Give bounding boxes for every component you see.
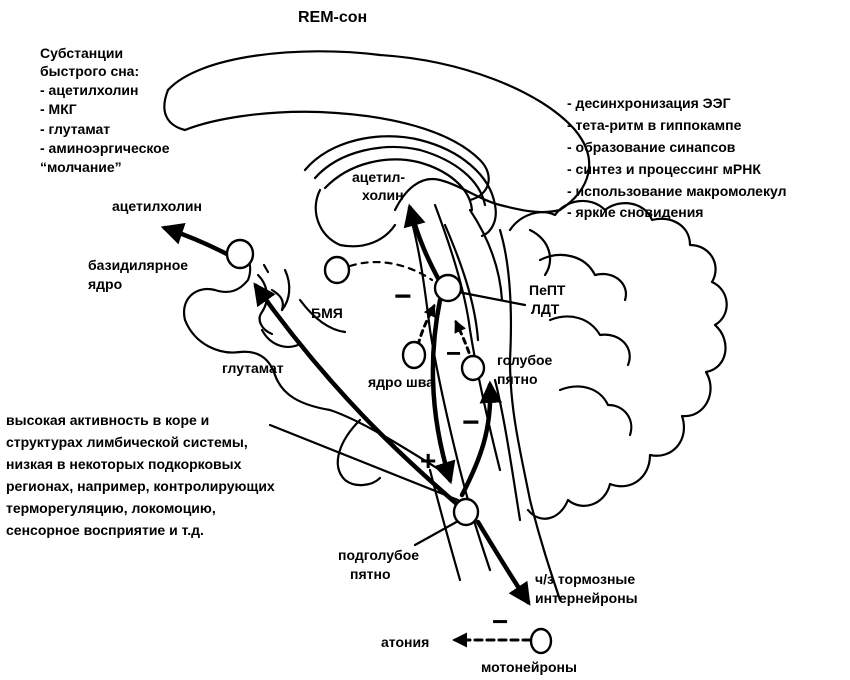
cerebellum-folia-3 bbox=[560, 386, 631, 435]
effect-item: - синтез и процессинг мРНК bbox=[567, 161, 761, 177]
substance-item: - МКГ bbox=[40, 101, 77, 117]
label-motoneurons: мотонейроны bbox=[481, 659, 577, 675]
cerebellum-folia-4 bbox=[530, 230, 550, 275]
label-peppt-2: ЛДТ bbox=[531, 301, 560, 317]
nodes bbox=[227, 240, 551, 653]
label-peppt-1: ПеПТ bbox=[529, 282, 566, 298]
diagram-title: REM-сон bbox=[298, 9, 367, 26]
label-locus-coeruleus-1: голубое bbox=[497, 352, 553, 368]
corpus-callosum-outer bbox=[164, 90, 488, 200]
sign-minus-motoneurons: − bbox=[492, 606, 508, 637]
effect-item: - образование синапсов bbox=[567, 139, 736, 155]
pointer-peppt-label bbox=[458, 292, 525, 305]
substances-heading-2: быстрого сна: bbox=[40, 63, 139, 79]
label-basal-nucleus-2: ядро bbox=[88, 276, 122, 292]
label-basal-nucleus-1: базидилярное bbox=[88, 257, 188, 273]
label-acetylcholine-center-2: холин bbox=[362, 187, 404, 203]
fourth-ventricle bbox=[495, 380, 520, 520]
activity-note-line: структурах лимбической системы, bbox=[6, 434, 248, 450]
arrow-subcoeruleus-to-lc bbox=[462, 385, 490, 495]
tick-basal-1 bbox=[264, 265, 268, 272]
effects-block: - десинхронизация ЭЭГ - тета-ритм в гипп… bbox=[567, 95, 786, 220]
label-bmya: БМЯ bbox=[311, 305, 343, 321]
activity-note-block: высокая активность в коре и структурах л… bbox=[6, 412, 275, 538]
pointer-subcoeruleus-label bbox=[415, 520, 460, 545]
node-locus-coeruleus bbox=[462, 356, 484, 380]
substances-block: Субстанции быстрого сна: - ацетилхолин -… bbox=[40, 45, 170, 175]
activity-note-line: сенсорное восприятие и т.д. bbox=[6, 522, 204, 538]
activity-note-line: низкая в некоторых подкорковых bbox=[6, 456, 242, 472]
activity-note-line: регионах, например, контролирующих bbox=[6, 478, 275, 494]
label-glutamate: глутамат bbox=[222, 360, 284, 376]
cerebellum-folia-2 bbox=[550, 316, 630, 365]
sign-minus-lc: − bbox=[462, 406, 480, 439]
label-subcoeruleus-2: пятно bbox=[350, 566, 391, 582]
effect-item: - десинхронизация ЭЭГ bbox=[567, 95, 731, 111]
brain-outline bbox=[164, 51, 726, 600]
node-raphe bbox=[403, 342, 425, 368]
label-raphe: ядро шва bbox=[368, 374, 434, 390]
sign-minus-peppt: − bbox=[394, 280, 412, 313]
arrow-basal-to-acetylcholine bbox=[165, 228, 235, 258]
arrow-subcoeruleus-to-interneurons bbox=[478, 522, 528, 602]
substance-item: - аминоэргическое bbox=[40, 140, 170, 156]
node-subcoeruleus bbox=[454, 499, 478, 525]
label-acetylcholine-left: ацетилхолин bbox=[112, 198, 202, 214]
substance-item: - ацетилхолин bbox=[40, 82, 139, 98]
node-motoneurons bbox=[531, 629, 551, 653]
substances-heading-1: Субстанции bbox=[40, 45, 123, 61]
effect-item: - тета-ритм в гиппокампе bbox=[567, 117, 742, 133]
node-bmya bbox=[325, 257, 349, 283]
substance-item: “молчание” bbox=[40, 159, 122, 175]
label-acetylcholine-center-1: ацетил- bbox=[352, 169, 405, 185]
sign-plus-subcoeruleus: + bbox=[420, 445, 436, 476]
substance-item: - глутамат bbox=[40, 121, 110, 137]
node-basal-nucleus bbox=[227, 240, 253, 268]
node-peppt bbox=[435, 275, 461, 301]
effect-item: - яркие сновидения bbox=[567, 204, 703, 220]
label-inhibitory-1: ч/з тормозные bbox=[535, 571, 635, 587]
aqueduct bbox=[470, 210, 502, 300]
label-atonia: атония bbox=[381, 634, 429, 650]
sign-minus-lc-input: − bbox=[446, 338, 461, 368]
label-inhibitory-2: интернейроны bbox=[535, 590, 638, 606]
label-locus-coeruleus-2: пятно bbox=[497, 371, 538, 387]
signs: − − − + − bbox=[394, 280, 508, 637]
label-subcoeruleus-1: подголубое bbox=[338, 547, 419, 563]
activity-note-line: высокая активность в коре и bbox=[6, 412, 209, 428]
effect-item: - использование макромолекул bbox=[567, 183, 786, 199]
activity-note-line: терморегуляцию, локомоцию, bbox=[6, 500, 216, 516]
arrow-bmya-to-peppt bbox=[350, 262, 432, 280]
